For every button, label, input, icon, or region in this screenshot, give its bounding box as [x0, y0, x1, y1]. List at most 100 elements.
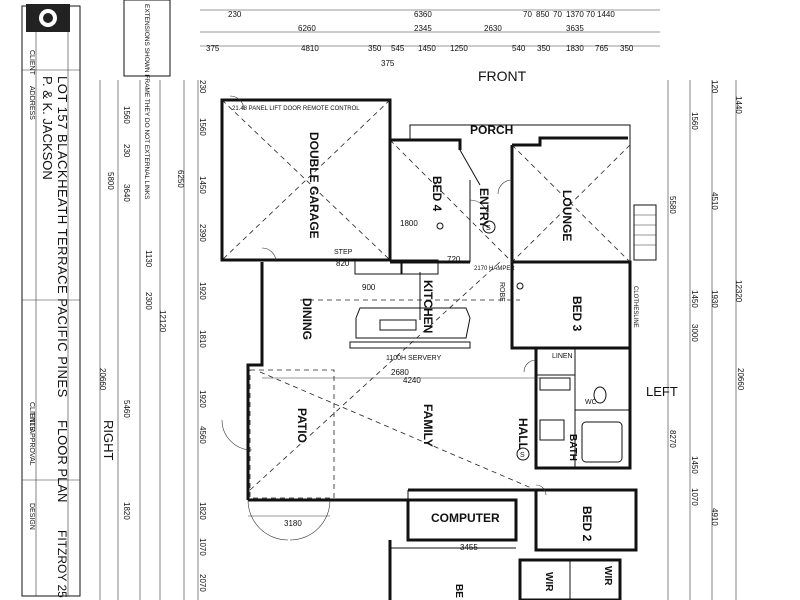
- dim-left-in-6: 5460: [122, 400, 131, 418]
- step-label: STEP: [334, 249, 353, 256]
- dim-top-1-7: 1440: [597, 10, 615, 19]
- dim-top-3-0: 375: [206, 44, 220, 53]
- room-garage: DOUBLE GARAGE: [307, 132, 321, 239]
- dim-int-0: 2680: [391, 368, 409, 377]
- dim-right-9: 1070: [690, 488, 699, 506]
- note-text: EXTENSIONS SHOWN FRAME THEY DO NOT EXTER…: [143, 4, 150, 200]
- bathroom-fixtures: [539, 377, 623, 463]
- room-computer: COMPUTER: [431, 511, 500, 525]
- dim-left-in-2: 3640: [122, 184, 131, 202]
- room-family: FAMILY: [421, 404, 435, 447]
- dim-left-total-2: 20660: [98, 368, 107, 391]
- robe-label: ROBE: [498, 282, 505, 302]
- dim-top-3-4: 1450: [418, 44, 436, 53]
- dim-right-total-2: 20660: [736, 368, 745, 391]
- room-wir: WIR: [543, 572, 554, 592]
- right-dimensions: 120 1440 1560 4510 1450 3000 1930 12320 …: [667, 80, 745, 600]
- left-side-label: LEFT: [646, 384, 678, 399]
- drawing-title-label: TITLE: [28, 412, 35, 431]
- dim-right-10: 4910: [710, 508, 719, 526]
- dim-right-8: 1450: [690, 456, 699, 474]
- room-bed4: BED 4: [430, 176, 444, 212]
- dim-top-3-6: 540: [512, 44, 526, 53]
- dim-top-mid: 375: [381, 59, 395, 68]
- approval-label: CLIENT APPROVAL: [28, 402, 35, 466]
- dim-right-3: 4510: [710, 192, 719, 210]
- dim-int-6: 820: [336, 259, 350, 268]
- dim-left-2: 1450: [198, 176, 207, 194]
- dim-left-8: 1820: [198, 502, 207, 520]
- dim-top-2-2: 2630: [484, 24, 502, 33]
- dim-left-in-4: 1130: [144, 250, 153, 268]
- dim-left-6: 1920: [198, 390, 207, 408]
- left-dimensions: 230 1560 1450 2390 1920 1810 1920 4560 1…: [98, 80, 207, 600]
- dim-int-1: 4240: [403, 376, 421, 385]
- garage-door-label: 21.48 PANEL LIFT DOOR REMOTE CONTROL: [232, 106, 360, 112]
- room-dining: DINING: [300, 298, 314, 340]
- dim-left-in-0: 1560: [122, 106, 131, 124]
- dim-top-2-1: 2345: [414, 24, 432, 33]
- clothesline-label: CLOTHESLINE: [632, 286, 638, 328]
- dim-top-1-3: 850: [536, 10, 550, 19]
- room-wc: WC: [585, 399, 597, 406]
- room-porch: PORCH: [470, 123, 513, 137]
- dim-top-3-5: 1250: [450, 44, 468, 53]
- dim-right-total-0: 5580: [668, 196, 677, 214]
- client-name: P. & K. JACKSON: [40, 76, 55, 180]
- building-walls: [220, 98, 638, 600]
- dim-top-1-1: 6360: [414, 10, 432, 19]
- dim-top-1-0: 230: [228, 10, 242, 19]
- dim-left-0: 230: [198, 80, 207, 94]
- room-linen: LINEN: [552, 353, 573, 360]
- door-swings: [221, 95, 547, 541]
- dim-left-7: 4560: [198, 426, 207, 444]
- dim-right-2: 1560: [690, 112, 699, 130]
- dim-right-1: 1440: [734, 96, 743, 114]
- dim-right-total-1: 8270: [668, 430, 677, 448]
- dim-left-in-1: 230: [122, 144, 131, 158]
- dim-top-2-3: 3635: [566, 24, 584, 33]
- room-bed2: BED 2: [580, 506, 594, 542]
- dim-top-3-1: 4810: [301, 44, 319, 53]
- dim-int-2: 3180: [284, 519, 302, 528]
- extension-note: EXTENSIONS SHOWN FRAME THEY DO NOT EXTER…: [123, 0, 171, 200]
- address-label: ADDRESS: [28, 86, 35, 120]
- room-bed3: BED 3: [570, 296, 584, 332]
- deck-steps: [633, 204, 657, 261]
- dim-left-in-5: 2300: [144, 292, 153, 310]
- dim-int-7: 720: [447, 255, 461, 264]
- dim-top-3-9: 765: [595, 44, 609, 53]
- room-partial-wir: WIR: [602, 566, 613, 586]
- smoke-detector-icons: S S: [436, 220, 530, 461]
- dim-int-4: 900: [362, 283, 376, 292]
- dim-left-1: 1560: [198, 118, 207, 136]
- dim-left-5: 1810: [198, 330, 207, 348]
- kitchen-bench: [349, 259, 471, 349]
- hamper-label: 2170 HAMPER: [474, 266, 515, 272]
- dim-int-3: 3455: [460, 543, 478, 552]
- svg-text:S: S: [520, 452, 525, 459]
- dim-right-4: 1450: [690, 290, 699, 308]
- design-name: FITZROY 25: [55, 530, 69, 598]
- dim-right-6: 1930: [710, 290, 719, 308]
- dim-left-in-3: 6250: [176, 170, 185, 188]
- dim-int-5: 1800: [400, 219, 418, 228]
- site-address: LOT 157 BLACKHEATH TERRACE PACIFIC PINES: [55, 76, 70, 398]
- dim-top-3-2: 350: [368, 44, 382, 53]
- drawing-title: FLOOR PLAN: [55, 420, 70, 502]
- dim-left-9: 1070: [198, 538, 207, 556]
- dim-top-1-4: 70: [553, 10, 562, 19]
- dim-right-7: 12320: [734, 280, 743, 303]
- room-hall: HALL: [516, 418, 530, 450]
- dim-right-5: 3000: [690, 324, 699, 342]
- dim-left-total-0: 5800: [106, 172, 115, 190]
- dim-left-10: 2070: [198, 574, 207, 592]
- dim-left-in-7: 1820: [122, 502, 131, 520]
- title-block: CLIENT ADDRESS CLIENT APPROVAL TITLE DES…: [21, 4, 81, 598]
- design-label: DESIGN: [28, 503, 35, 530]
- dim-top-3-7: 350: [537, 44, 551, 53]
- dim-left-4: 1920: [198, 282, 207, 300]
- room-entry: ENTRY: [477, 188, 491, 228]
- dim-left-total-1: 12120: [158, 310, 167, 333]
